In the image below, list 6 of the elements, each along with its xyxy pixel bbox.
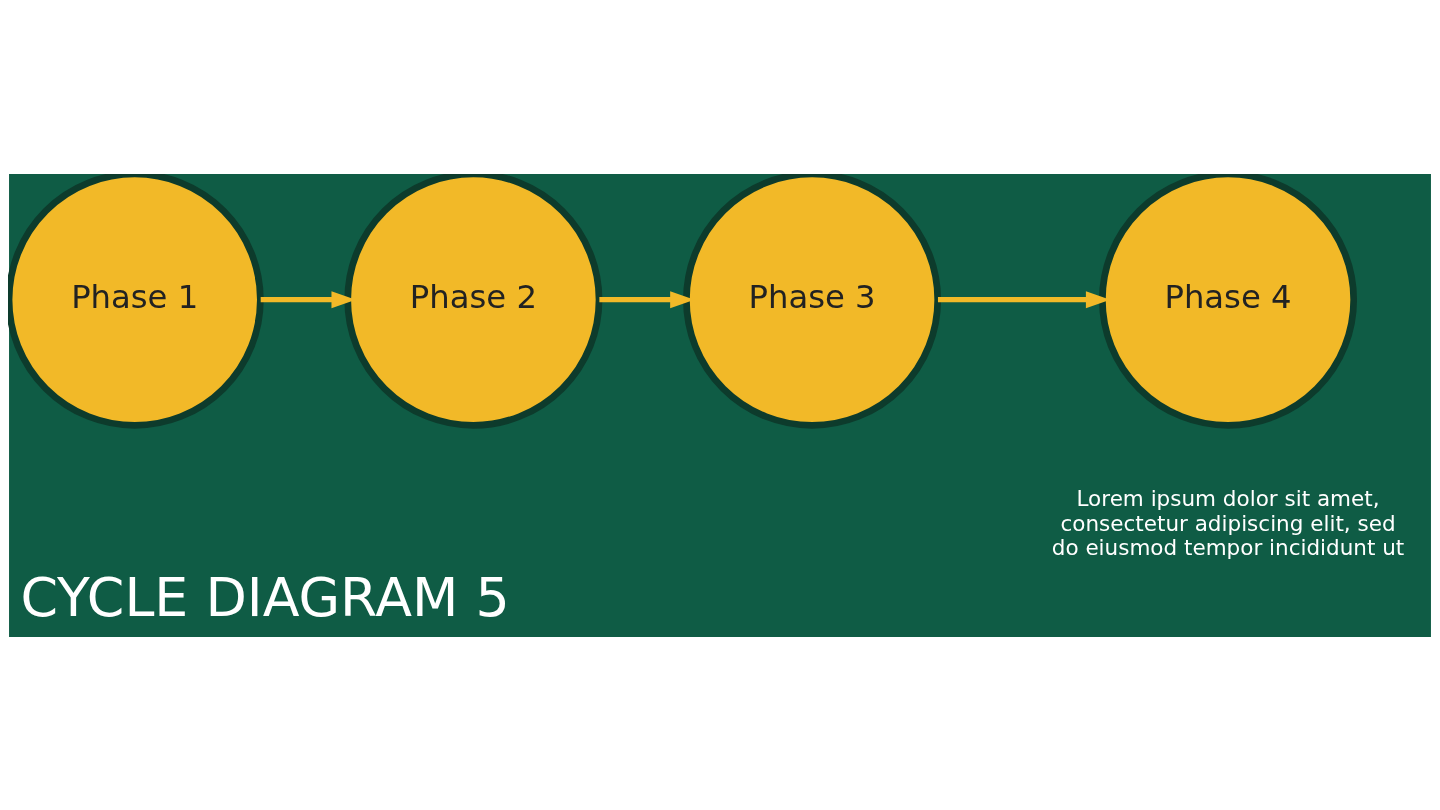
diagram-title: CYCLE DIAGRAM 5 — [20, 565, 510, 628]
node-circle: Phase 4 — [1099, 173, 1358, 429]
node-circle: Phase 3 — [683, 173, 942, 429]
label: Lorem ipsum dolor sit amet, consectetur adipiscing elit, sed do eiusmod tempor incididunt ut — [1051, 485, 1405, 560]
node-circle: Phase 1 — [8, 173, 264, 429]
node-circle: Phase 2 — [344, 173, 603, 429]
